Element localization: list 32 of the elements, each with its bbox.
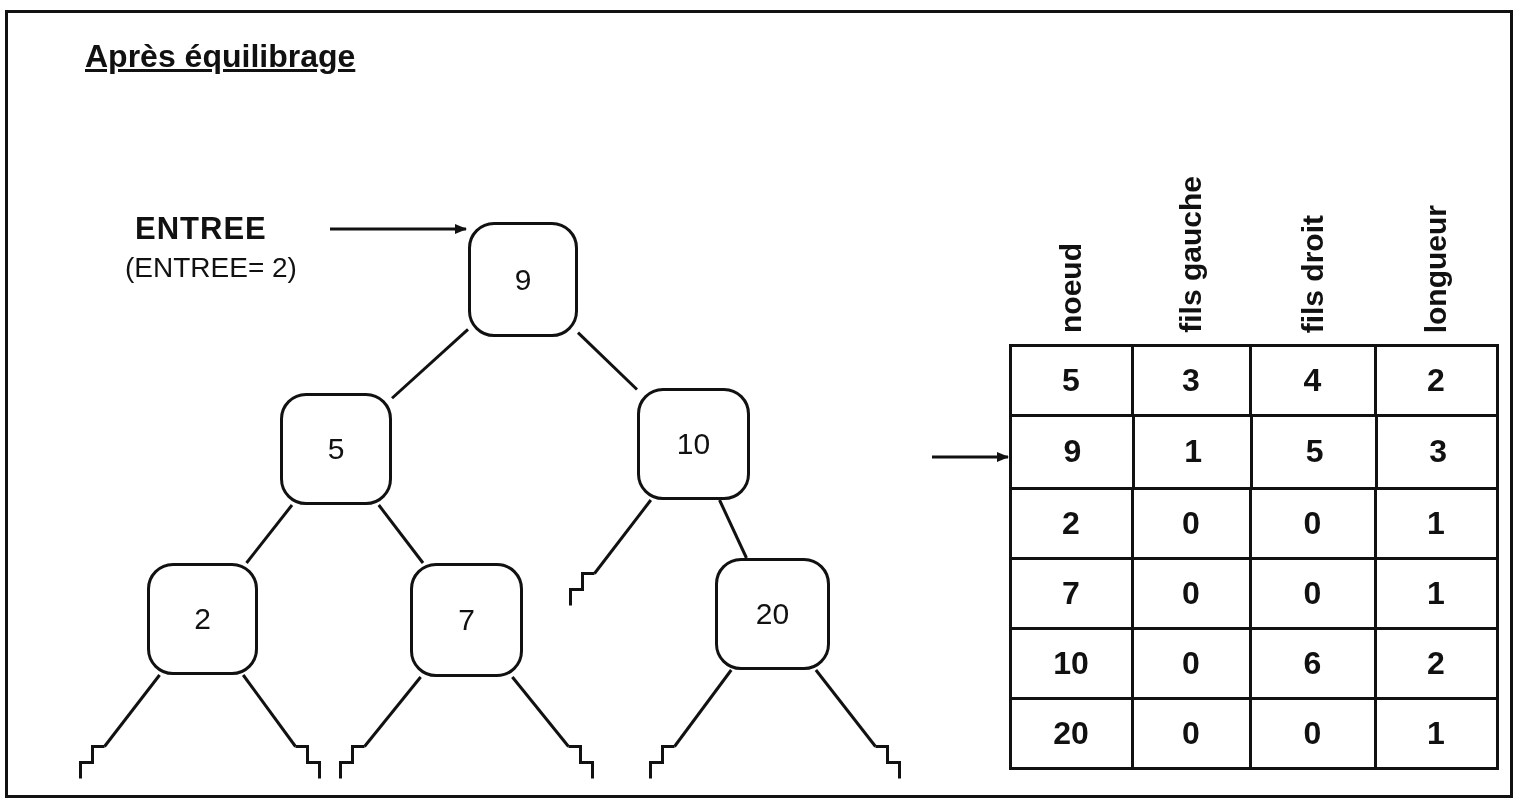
table-cell-text: 9 [1062, 432, 1083, 471]
table-cell: 5 [1008, 343, 1134, 417]
column-header: noeud [1056, 243, 1086, 333]
entry-note: (ENTREE= 2) [125, 252, 297, 284]
arrow [932, 452, 1009, 462]
tree-node: 10 [637, 388, 750, 500]
tree-edge [673, 669, 733, 748]
tree-edge [241, 674, 297, 748]
tree-node: 5 [280, 393, 392, 505]
table-cell: 5 [1250, 416, 1377, 487]
column-header: fils droit [1297, 214, 1328, 333]
tree-edge [103, 674, 161, 748]
entry-label: ENTREE [135, 211, 267, 247]
tree-edge [363, 676, 422, 748]
column-header: fils gauche [1176, 176, 1206, 333]
tree-edge [377, 504, 425, 564]
tree-edge [814, 669, 877, 748]
table-cell: 3 [1375, 416, 1499, 487]
tree-edge [718, 499, 748, 559]
tree-edge [511, 676, 570, 748]
tree-node: 7 [410, 563, 523, 677]
tree-node: 2 [147, 563, 258, 675]
tree-edge [576, 331, 639, 391]
column-header: longueur [1421, 204, 1451, 333]
tree-node: 9 [468, 222, 578, 337]
table-cell: 1 [1132, 416, 1252, 487]
tree-edge [245, 504, 294, 564]
tree-edge [593, 499, 653, 575]
tree-edge [391, 328, 469, 400]
arrow [330, 224, 467, 234]
tree-node: 20 [715, 558, 830, 670]
title: Après équilibrage [85, 38, 356, 75]
